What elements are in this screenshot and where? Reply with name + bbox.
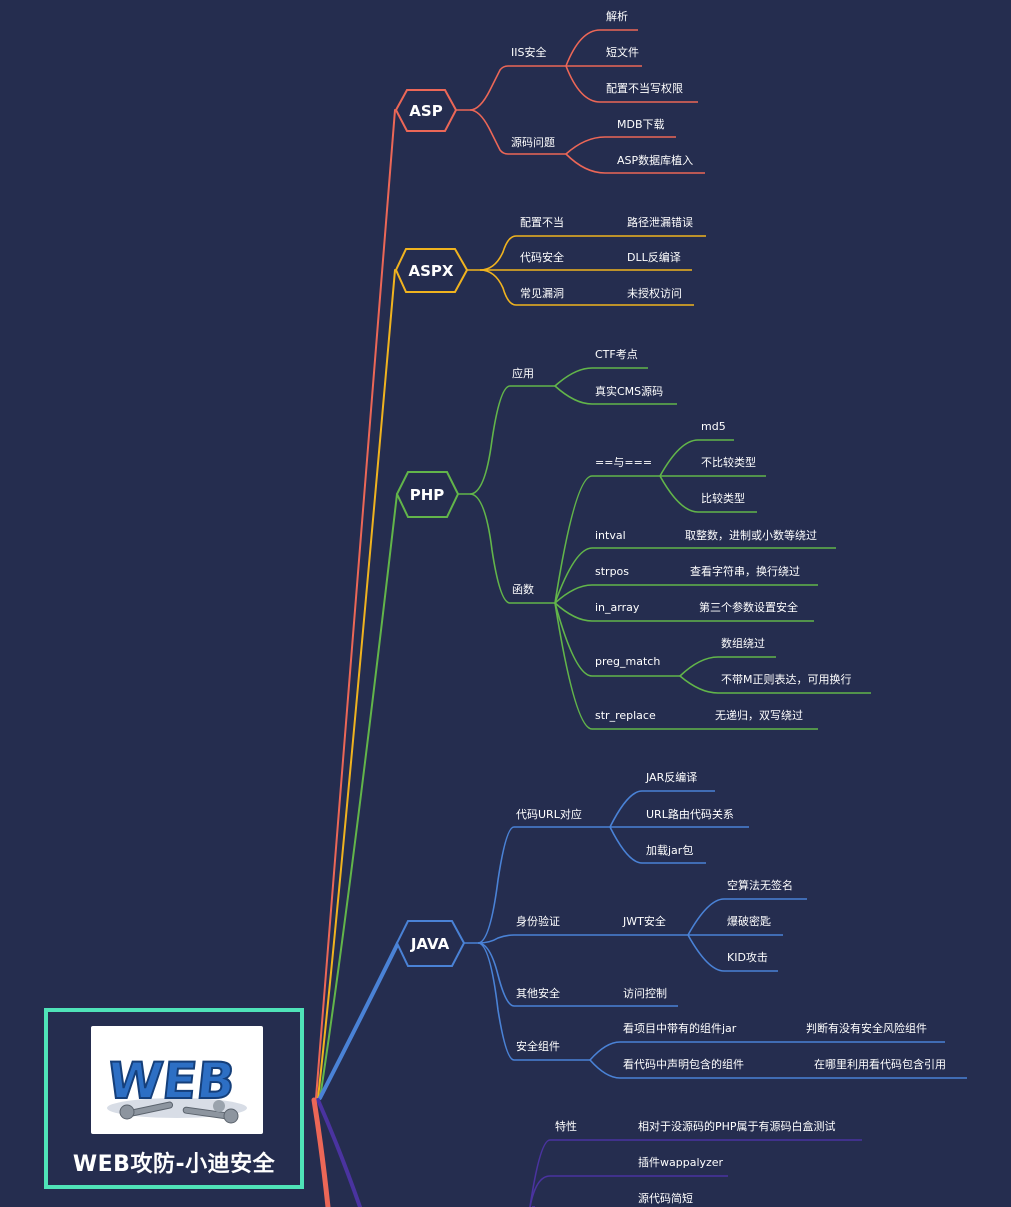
java-jwt-item-2: KID攻击 [727,950,768,964]
php-node[interactable] [395,471,460,518]
java-auth-label: 身份验证 [516,914,560,928]
java-other-label: 其他安全 [516,986,560,1000]
php-str-replace-note: 无递归，双写绕过 [715,708,803,722]
java-comp-val-1: 在哪里利用看代码包含引用 [814,1057,946,1071]
branch-java: JAVA 代码URL对应 JAR反编译 URL路由代码关系 加载jar包 身份验… [395,770,967,1079]
aspx-key-1: 代码安全 [520,250,564,264]
trunk-aspx [317,269,396,1099]
asp-iis-label: IIS安全 [511,45,546,59]
gear-icon [213,1100,225,1112]
java-url-item-0: JAR反编译 [645,770,697,784]
java-comp-label: 安全组件 [516,1039,560,1053]
php-eq-item-0: md5 [701,420,726,433]
asp-src-item-1: ASP数据库植入 [617,153,693,167]
java-comp-key-0: 看项目中带有的组件jar [623,1021,737,1035]
php-app-item-0: CTF考点 [595,348,638,361]
root-node[interactable]: WEB WEB攻防-小迪安全 [44,1008,304,1189]
wrench-icon [119,1101,239,1124]
java-comp-key-1: 看代码中声明包含的组件 [623,1057,744,1071]
aspx-key-0: 配置不当 [520,215,564,229]
trunk-java [318,941,400,1100]
next-item-0: 插件wappalyzer [638,1155,724,1169]
trunk-extra [311,1097,331,1207]
next-item-1: 源代码简短 [638,1191,693,1205]
php-eq-item-1: 不比较类型 [701,455,756,469]
aspx-key-2: 常见漏洞 [520,287,564,300]
php-preg-match-label: preg_match [595,655,660,668]
branch-next: 特性 相对于没源码的PHP属于有源码白盒测试 插件wappalyzer 源代码简… [529,1119,862,1207]
java-comp-val-0: 判断有没有安全风险组件 [806,1021,927,1035]
trunk-asp [315,109,396,1099]
php-in-array-note: 第三个参数设置安全 [699,600,798,614]
aspx-val-1: DLL反编译 [627,250,681,264]
java-jwt-item-0: 空算法无签名 [727,878,793,892]
asp-iis-item-0: 解析 [606,9,628,23]
trunk-lines [311,109,400,1207]
aspx-node-label: ASPX [409,262,454,280]
asp-node-label: ASP [409,102,442,120]
java-url-item-1: URL路由代码关系 [646,807,734,821]
aspx-val-0: 路径泄漏错误 [627,215,693,229]
php-strpos-label: strpos [595,565,629,578]
php-preg-item-1: 不带M正则表达，可用换行 [721,672,852,686]
aspx-node[interactable] [394,248,469,293]
asp-node[interactable] [394,89,458,132]
java-jwt-item-1: 爆破密匙 [727,914,771,928]
java-url-label: 代码URL对应 [516,807,582,821]
web-logo-image: WEB [91,1026,263,1134]
php-func-label: 函数 [512,583,534,596]
asp-iis-item-1: 短文件 [606,45,639,59]
php-in-array-label: in_array [595,601,640,614]
php-strpos-note: 查看字符串，换行绕过 [690,564,800,578]
php-eq-label: ==与=== [595,456,652,469]
java-node[interactable] [395,920,466,967]
next-feature-label: 特性 [555,1119,577,1133]
asp-src-item-0: MDB下载 [617,118,665,131]
java-other-item: 访问控制 [623,986,667,1000]
php-eq-item-2: 比较类型 [701,491,745,505]
php-app-item-1: 真实CMS源码 [595,384,663,398]
web-logo-graphic: WEB [103,1050,247,1124]
php-intval-note: 取整数，进制或小数等绕过 [685,528,817,542]
java-jwt-label: JWT安全 [622,914,666,928]
java-url-item-2: 加载jar包 [646,844,693,857]
php-app-label: 应用 [512,366,534,380]
root-title: WEB攻防-小迪安全 [72,1152,276,1177]
branch-asp: ASP IIS安全 解析 短文件 配置不当写权限 源码问题 MDB下载 ASP数… [394,9,705,174]
branch-aspx: ASPX 配置不当 路径泄漏错误 代码安全 DLL反编译 常见漏洞 未授权访问 [394,215,706,306]
trunk-php [319,493,398,1099]
php-node-label: PHP [410,486,445,504]
aspx-val-2: 未授权访问 [627,286,682,300]
php-intval-label: intval [595,529,626,542]
next-feature-note: 相对于没源码的PHP属于有源码白盒测试 [638,1119,836,1133]
java-node-label: JAVA [410,935,450,953]
php-preg-item-0: 数组绕过 [721,636,765,650]
asp-iis-item-2: 配置不当写权限 [606,81,683,95]
trunk-next [316,1098,362,1207]
asp-src-label: 源码问题 [511,135,555,149]
branch-php: PHP 应用 CTF考点 真实CMS源码 函数 ==与=== md5 不比较类型… [395,348,871,730]
php-str-replace-label: str_replace [595,709,656,722]
